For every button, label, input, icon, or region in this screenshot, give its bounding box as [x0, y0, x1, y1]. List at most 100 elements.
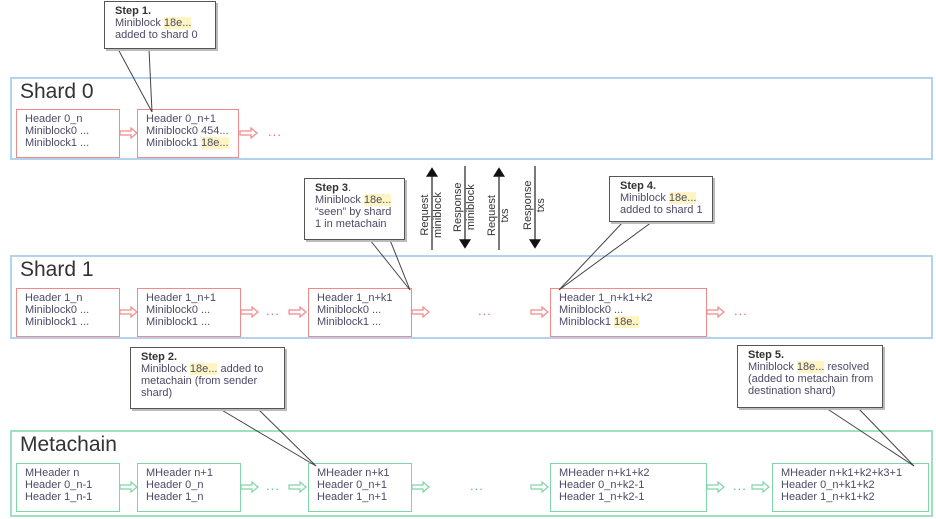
step-text: Miniblock [315, 194, 364, 206]
step-line: Miniblock 18e... resolved [748, 361, 876, 373]
block-miniblock1: Miniblock1 18e.. [559, 316, 706, 328]
block-header-1: Header 1_n-1 [25, 491, 93, 503]
block-miniblock1: Miniblock1 18e... [146, 137, 238, 149]
block-header: Header 1_n [25, 292, 83, 304]
step-2-callout: Step 2. Miniblock 18e... added to metach… [130, 347, 285, 409]
step-line: added to shard 0 [115, 29, 198, 41]
block-miniblock1: Miniblock1 ... [146, 316, 211, 328]
block-miniblock0: Miniblock0 ... [25, 304, 90, 316]
step-text: added to [217, 363, 264, 375]
block-header-0: Header 0_n+k1+k2 [781, 479, 875, 491]
metachain-block: MHeader n Header 0_n-1 Header 1_n-1 [16, 463, 120, 512]
miniblock-label: Miniblock1 [559, 316, 615, 328]
block-header-0: Header 0_n-1 [25, 479, 93, 491]
metachain-ellipsis: ... [733, 478, 747, 493]
label-line2: miniblock [465, 184, 477, 231]
block-header: Header 0_n [25, 113, 83, 125]
shard-0-ellipsis: ... [268, 124, 282, 139]
block-miniblock0: Miniblock0 ... [146, 304, 211, 316]
metachain-block: MHeader n+1 Header 0_n Header 1_n [137, 463, 241, 512]
miniblock-hash-highlight: 18e... [163, 17, 192, 29]
step-1-callout: Step 1. Miniblock 18e... added to shard … [104, 1, 216, 49]
shard-1-block: Header 1_n+k1 Miniblock0 ... Miniblock1 … [308, 288, 412, 337]
step-text: Miniblock [115, 17, 164, 29]
block-header: Header 1_n+k1+k2 [559, 292, 653, 304]
block-header-1: Header 1_n+k2-1 [559, 491, 645, 503]
block-mheader: MHeader n [25, 467, 80, 479]
miniblock-hash-highlight: 18e.. [614, 316, 639, 328]
step-title: Step 1. [115, 5, 152, 17]
step-title-wrap: Step 3. [315, 182, 398, 194]
block-miniblock0: Miniblock0 ... [559, 304, 624, 316]
shard-1-block: Header 1_n+1 Miniblock0 ... Miniblock1 .… [137, 288, 241, 337]
block-mheader: MHeader n+k1 [317, 467, 390, 479]
step-title: Step 2. [141, 351, 178, 363]
response-miniblock-label: Response miniblock [452, 182, 477, 232]
step-line: added to shard 1 [620, 204, 703, 216]
shard-0-block: Header 0_n Miniblock0 ... Miniblock1 ... [16, 109, 120, 158]
block-header: Header 0_n+1 [146, 113, 217, 125]
block-mheader: MHeader n+k1+k2 [559, 467, 650, 479]
request-txs-label: Request txs [486, 195, 511, 236]
miniblock-hash-highlight: 18e... [363, 194, 392, 206]
block-miniblock1: Miniblock1 ... [25, 316, 90, 328]
step-title: Step 3 [315, 182, 349, 194]
metachain-block: MHeader n+k1+k2+k3+1 Header 0_n+k1+k2 He… [772, 463, 929, 512]
step-title: Step 5. [748, 349, 785, 361]
block-mheader: MHeader n+k1+k2+k3+1 [781, 467, 903, 479]
label-line1: Response [522, 180, 534, 230]
miniblock-hash-highlight: 18e... [201, 137, 229, 149]
step-title: Step 4. [620, 180, 657, 192]
label-line2: txs [535, 198, 547, 213]
block-header: Header 1_n+1 [146, 292, 217, 304]
step-5-callout: Step 5. Miniblock 18e... resolved (added… [737, 345, 883, 408]
step-line: (added to metachain from [748, 373, 874, 385]
shard-1-ellipsis: ... [478, 303, 492, 318]
block-mheader: MHeader n+1 [146, 467, 213, 479]
block-miniblock0: Miniblock0 454... [146, 125, 229, 137]
block-header-0: Header 0_n [146, 479, 204, 491]
label-line1: Request [419, 194, 431, 236]
request-miniblock-label: Request miniblock [419, 192, 444, 238]
block-header-0: Header 0_n+k2-1 [559, 479, 645, 491]
step-text: Miniblock [748, 361, 797, 373]
step-4-callout: Step 4. Miniblock 18e... added to shard … [609, 176, 713, 222]
step-line: Miniblock 18e... added to [141, 363, 278, 375]
metachain-block: MHeader n+k1+k2 Header 0_n+k2-1 Header 1… [550, 463, 707, 512]
block-header-1: Header 1_n [146, 491, 204, 503]
step-text: Miniblock [620, 192, 669, 204]
step-line: Miniblock 18e... [620, 192, 706, 204]
step-line: Miniblock 18e... [315, 194, 398, 206]
block-miniblock1: Miniblock1 ... [317, 316, 382, 328]
step-line: 1 in metachain [315, 218, 387, 230]
shard-1-block: Header 1_n+k1+k2 Miniblock0 ... Minibloc… [550, 288, 707, 337]
step-line: Miniblock 18e... [115, 17, 209, 29]
shard-1-ellipsis: ... [734, 303, 748, 318]
step-line: “seen” by shard [315, 206, 392, 218]
step-line: metachain (from sender [141, 375, 258, 387]
block-miniblock0: Miniblock0 ... [25, 125, 90, 137]
step-text: Miniblock [141, 363, 190, 375]
block-header-1: Header 1_n+k1+k2 [781, 491, 875, 503]
block-header-1: Header 1_n+1 [317, 491, 388, 503]
shard-1-block: Header 1_n Miniblock0 ... Miniblock1 ... [16, 288, 120, 337]
label-line1: Response [452, 182, 464, 232]
block-header: Header 1_n+k1 [317, 292, 393, 304]
shard-1-ellipsis: ... [266, 303, 280, 318]
step-line: shard) [141, 387, 173, 399]
label-line2: txs [499, 208, 511, 223]
step-title-suffix: . [348, 182, 352, 194]
label-line2: miniblock [432, 192, 444, 238]
miniblock-hash-highlight: 18e... [189, 363, 218, 375]
metachain-block: MHeader n+k1 Header 0_n+1 Header 1_n+1 [308, 463, 412, 512]
metachain-ellipsis: ... [470, 478, 484, 493]
block-header-0: Header 0_n+1 [317, 479, 388, 491]
shard-0-title: Shard 0 [20, 80, 94, 103]
response-txs-label: Response txs [522, 180, 547, 230]
message-arrows [426, 166, 541, 250]
step-3-callout: Step 3. Miniblock 18e... “seen” by shard… [304, 178, 405, 240]
metachain-ellipsis: ... [266, 478, 280, 493]
miniblock-label: Miniblock1 [146, 137, 202, 149]
step-text: resolved [824, 361, 870, 373]
step-line: destination shard) [748, 385, 836, 397]
